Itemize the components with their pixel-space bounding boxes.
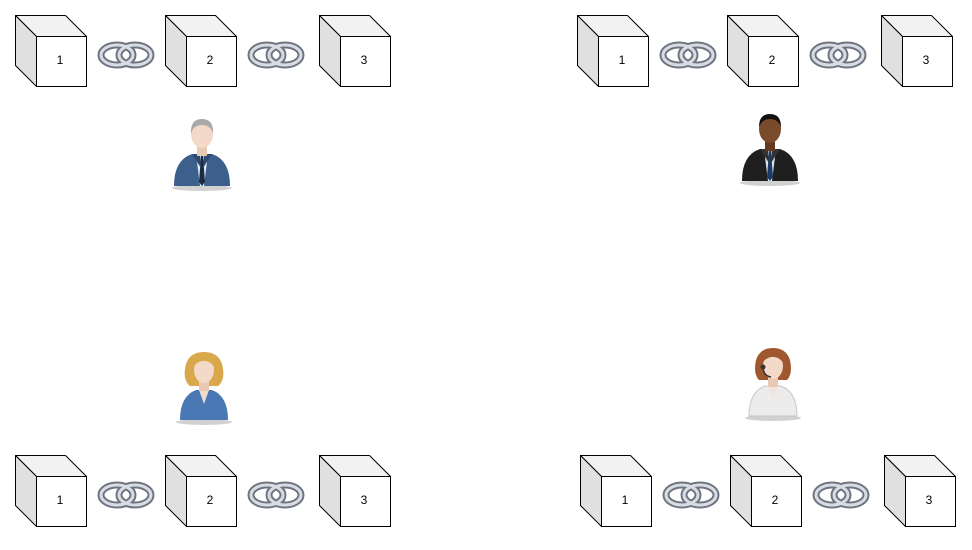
block-number: 3 — [339, 35, 389, 85]
block-number: 3 — [901, 35, 951, 85]
block-number: 2 — [750, 475, 800, 525]
block-number: 3 — [339, 475, 389, 525]
block: 1 — [15, 455, 87, 527]
block: 2 — [730, 455, 802, 527]
block: 2 — [727, 15, 799, 87]
block: 2 — [165, 15, 237, 87]
chain-link-icon — [97, 480, 155, 510]
block-number: 1 — [597, 35, 647, 85]
chain-link-icon — [662, 480, 720, 510]
block: 3 — [881, 15, 953, 87]
block-number: 2 — [747, 35, 797, 85]
block: 1 — [15, 15, 87, 87]
chain-link-icon — [247, 480, 305, 510]
support-agent-icon — [741, 346, 805, 422]
block: 3 — [884, 455, 956, 527]
businessman-icon — [170, 116, 234, 192]
block: 3 — [319, 15, 391, 87]
block-number: 1 — [35, 35, 85, 85]
block-number: 1 — [600, 475, 650, 525]
chain-link-icon — [659, 40, 717, 70]
block-number: 3 — [904, 475, 954, 525]
block: 2 — [165, 455, 237, 527]
block-number: 2 — [185, 475, 235, 525]
block: 1 — [577, 15, 649, 87]
chain-link-icon — [809, 40, 867, 70]
businessman-icon — [738, 111, 802, 187]
block: 1 — [580, 455, 652, 527]
block-number: 1 — [35, 475, 85, 525]
chain-link-icon — [97, 40, 155, 70]
chain-link-icon — [812, 480, 870, 510]
businesswoman-icon — [172, 350, 236, 426]
block: 3 — [319, 455, 391, 527]
block-number: 2 — [185, 35, 235, 85]
chain-link-icon — [247, 40, 305, 70]
